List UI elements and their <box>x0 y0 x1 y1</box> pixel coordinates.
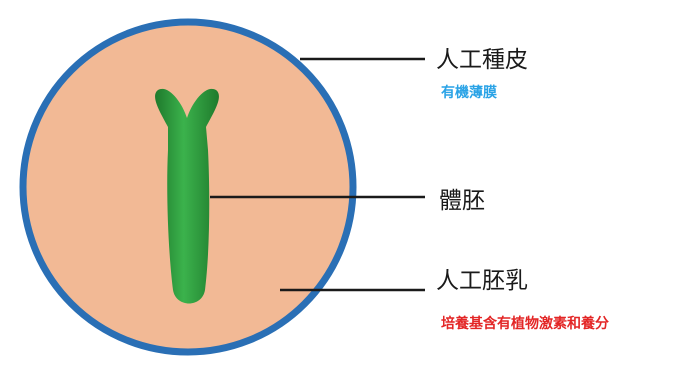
endosperm-note-label: 培養基含有植物激素和養分 <box>441 313 609 333</box>
seed-coat-note-label: 有機薄膜 <box>441 82 497 102</box>
embryo-label: 體胚 <box>439 181 485 215</box>
artificial-seed-coat-label: 人工種皮 <box>436 40 528 74</box>
artificial-endosperm-label: 人工胚乳 <box>436 261 528 295</box>
